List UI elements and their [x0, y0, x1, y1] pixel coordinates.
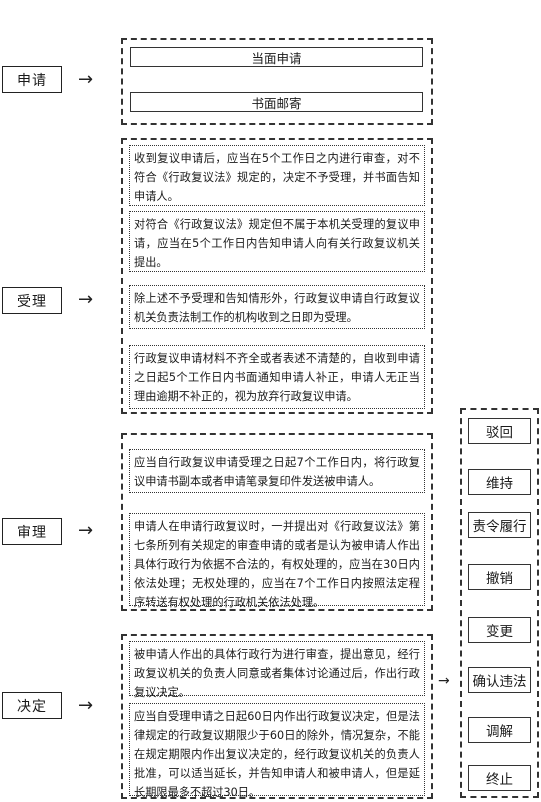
acceptance-rule-4: 行政复议申请材料不齐全或者表述不清楚的，自收到申请之日起5个工作日内书面通知申请… [129, 345, 425, 409]
outcome-terminate: 终止 [468, 765, 531, 791]
arrow-to-outcomes: → [438, 673, 450, 689]
review-rule-2: 申请人在申请行政复议时，一并提出对《行政复议法》第七条所列有关规定的审查申请的或… [129, 513, 425, 609]
acceptance-rule-2: 对符合《行政复议法》规定但不属于本机关受理的复议申请，应当在5个工作日内告知申请… [129, 211, 425, 272]
acceptance-rule-3: 除上述不予受理和告知情形外，行政复议申请自行政复议机关负责法制工作的机构收到之日… [129, 285, 425, 329]
stage-label-accept: 受理 [2, 287, 62, 314]
stage-label-decide: 决定 [2, 692, 62, 719]
outcome-change: 变更 [468, 617, 531, 643]
method-by-mail: 书面邮寄 [130, 92, 423, 112]
outcome-mediation: 调解 [468, 717, 531, 743]
arrow-accept: → [78, 289, 94, 310]
arrow-decide: → [78, 695, 94, 716]
method-in-person: 当面申请 [130, 47, 423, 67]
outcome-uphold: 维持 [468, 469, 531, 495]
outcome-revoke: 撤销 [468, 564, 531, 590]
stage-label-apply: 申请 [2, 66, 62, 93]
acceptance-rule-1: 收到复议申请后，应当在5个工作日之内进行审查，对不符合《行政复议法》规定的，决定… [129, 145, 425, 206]
outcome-reject: 驳回 [468, 418, 531, 444]
arrow-apply: → [78, 69, 94, 90]
arrow-review: → [78, 520, 94, 541]
decision-rule-2: 应当自受理申请之日起60日内作出行政复议决定，但是法律规定的行政复议期限少于60… [129, 703, 425, 799]
decision-rule-1: 被申请人作出的具体行政行为进行审查，提出意见，经行政复议机关的负责人同意或者集体… [129, 641, 425, 699]
outcome-order-perform: 责令履行 [468, 512, 531, 538]
review-rule-1: 应当自行政复议申请受理之日起7个工作日内，将行政复议申请书副本或者申请笔录复印件… [129, 449, 425, 493]
stage-label-review: 审理 [2, 518, 62, 545]
outcome-confirm-illegal: 确认违法 [468, 667, 531, 693]
